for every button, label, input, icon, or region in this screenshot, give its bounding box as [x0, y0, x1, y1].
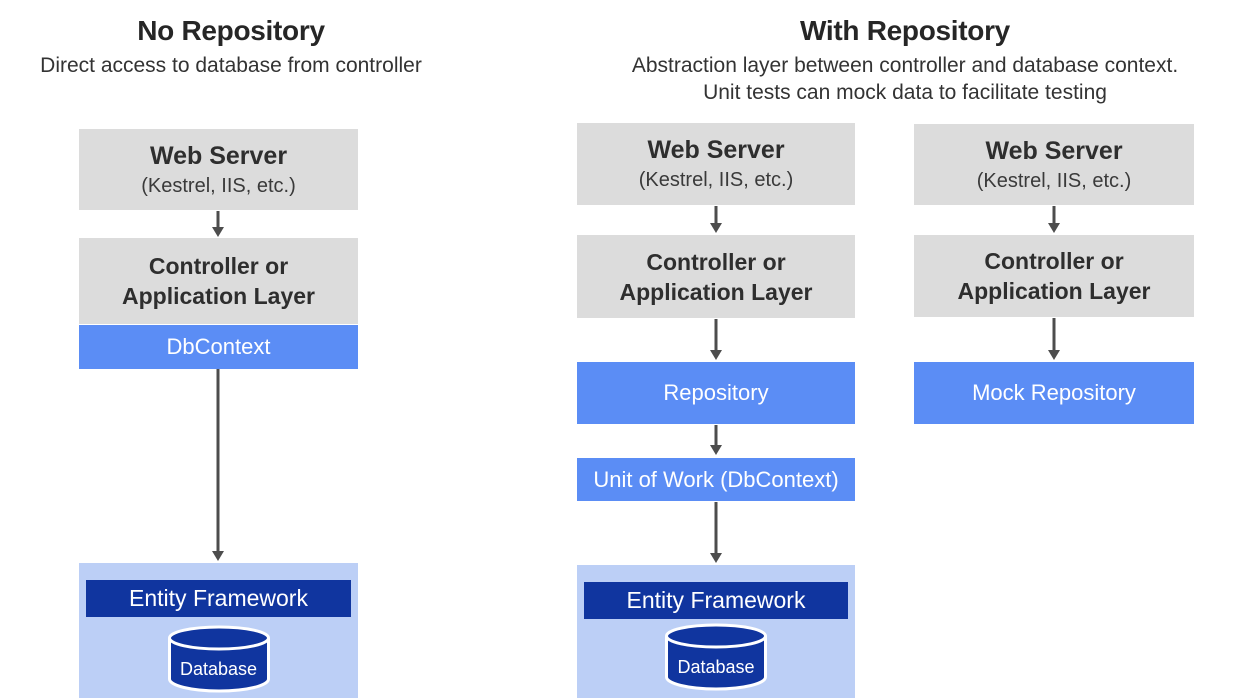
- arrow-head-icon: [1048, 223, 1060, 233]
- database-cylinder-icon: [665, 623, 767, 691]
- arrow-head-icon: [710, 223, 722, 233]
- web-server-box: Web Server (Kestrel, IIS, etc.): [79, 129, 358, 210]
- arrow-head-icon: [1048, 350, 1060, 360]
- entity-framework-header: Entity Framework: [584, 582, 848, 619]
- flow-arrow: [212, 211, 224, 237]
- web-server-subtitle: (Kestrel, IIS, etc.): [638, 169, 794, 191]
- flow-arrow: [710, 206, 722, 233]
- arrow-stem: [714, 206, 718, 225]
- section-title-with-repository: With Repository: [800, 15, 1010, 46]
- dbcontext-label: DbContext: [166, 334, 271, 359]
- subtitle-line-2: Unit tests can mock data to facilitate t…: [703, 81, 1107, 104]
- database-label: Database: [179, 659, 258, 679]
- mock-repository-box: Mock Repository: [914, 362, 1194, 424]
- database-label: Database: [677, 657, 755, 677]
- with-repository-header: With Repository Abstraction layer betwee…: [577, 14, 1233, 106]
- database-cylinder: Database: [663, 623, 769, 691]
- arrow-stem: [714, 502, 718, 555]
- web-server-title: Web Server: [985, 136, 1123, 165]
- controller-box: Controller or Application Layer: [79, 238, 358, 324]
- arrow-stem: [216, 211, 220, 229]
- section-subtitle-with-repository: Abstraction layer between controller and…: [577, 52, 1233, 106]
- arrow-head-icon: [710, 445, 722, 455]
- arrow-stem: [714, 319, 718, 352]
- database-cylinder: Database: [166, 625, 272, 693]
- web-server-title: Web Server: [647, 136, 785, 164]
- flow-arrow: [212, 369, 224, 561]
- section-title-no-repository: No Repository: [137, 15, 325, 46]
- mock-repository-label: Mock Repository: [972, 380, 1136, 405]
- arrow-stem: [1052, 206, 1056, 225]
- subtitle-line-1: Abstraction layer between controller and…: [631, 54, 1179, 77]
- controller-box: Controller or Application Layer: [914, 235, 1194, 317]
- arrow-head-icon: [710, 553, 722, 563]
- arrow-stem: [1052, 318, 1056, 352]
- repository-label: Repository: [663, 380, 769, 405]
- web-server-box: Web Server (Kestrel, IIS, etc.): [577, 123, 855, 205]
- unit-of-work-label: Unit of Work (DbContext): [593, 466, 839, 492]
- controller-line-1: Controller or: [148, 253, 289, 279]
- entity-framework-box: Entity Framework Database: [577, 565, 855, 698]
- flow-arrow: [710, 502, 722, 563]
- repository-box: Repository: [577, 362, 855, 424]
- flow-arrow: [1048, 206, 1060, 233]
- entity-framework-header: Entity Framework: [86, 580, 351, 617]
- flow-arrow: [710, 425, 722, 455]
- web-server-title: Web Server: [149, 141, 288, 170]
- controller-line-1: Controller or: [984, 248, 1124, 274]
- controller-line-2: Application Layer: [957, 278, 1151, 304]
- arrow-stem: [714, 425, 718, 447]
- arrow-head-icon: [212, 227, 224, 237]
- controller-line-2: Application Layer: [619, 278, 813, 305]
- section-subtitle-no-repository: Direct access to database from controlle…: [40, 54, 422, 77]
- dbcontext-box: DbContext: [79, 325, 358, 369]
- arrow-head-icon: [710, 350, 722, 360]
- web-server-subtitle: (Kestrel, IIS, etc.): [141, 174, 296, 197]
- controller-box: Controller or Application Layer: [577, 235, 855, 318]
- flow-arrow: [710, 319, 722, 360]
- web-server-subtitle: (Kestrel, IIS, etc.): [976, 169, 1132, 192]
- no-repository-header: No Repository Direct access to database …: [0, 14, 462, 79]
- unit-of-work-box: Unit of Work (DbContext): [577, 458, 855, 501]
- entity-framework-box: Entity Framework Database: [79, 563, 358, 698]
- controller-line-1: Controller or: [646, 248, 786, 275]
- database-cylinder-icon: [167, 625, 270, 693]
- arrow-stem: [216, 369, 220, 553]
- arrow-head-icon: [212, 551, 224, 561]
- web-server-box: Web Server (Kestrel, IIS, etc.): [914, 124, 1194, 205]
- controller-line-2: Application Layer: [122, 283, 315, 309]
- flow-arrow: [1048, 318, 1060, 360]
